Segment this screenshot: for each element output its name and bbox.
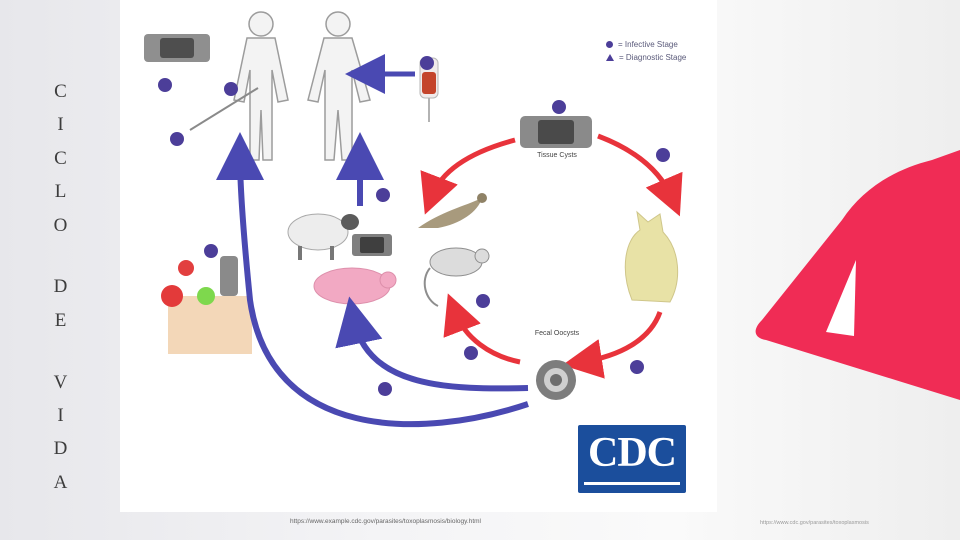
- title-letter: D: [54, 277, 69, 296]
- diagnostic-stage-marker: [606, 54, 614, 61]
- image-credit: https://www.cdc.gov/parasites/toxoplasmo…: [760, 520, 869, 526]
- sheep-image: [288, 214, 359, 260]
- pig-image: [314, 268, 396, 304]
- title-letter: I: [57, 115, 64, 134]
- step-marker: [656, 148, 670, 162]
- step-marker: [464, 346, 478, 360]
- legend: = Infective Stage = Diagnostic Stage: [606, 38, 686, 64]
- fecal-oocysts-label: Fecal Oocysts: [532, 330, 582, 338]
- step-marker: [158, 78, 172, 92]
- infective-stage-marker: [606, 41, 613, 48]
- title-letter: D: [54, 439, 69, 458]
- title-letter: E: [55, 311, 68, 330]
- step-marker: [476, 294, 490, 308]
- cat-image: [625, 212, 677, 302]
- step-marker: [378, 382, 392, 396]
- legend-infective-label: = Infective Stage: [618, 38, 678, 51]
- step-marker: [224, 82, 238, 96]
- produce-image: [161, 256, 252, 354]
- human-figure-left: [234, 12, 288, 160]
- life-cycle-diagram: = Infective Stage = Diagnostic Stage Tis…: [120, 0, 717, 512]
- tissue-cysts-label: Tissue Cysts: [532, 152, 582, 160]
- cdc-logo-text: CDC: [578, 429, 686, 477]
- cdc-logo-stripe: [584, 482, 680, 485]
- oocyst-micrograph: [536, 360, 576, 400]
- title-letter: C: [54, 82, 68, 101]
- title-letter: O: [54, 216, 69, 235]
- step-marker: [204, 244, 218, 258]
- step-marker: [552, 100, 566, 114]
- cdc-logo: CDC: [578, 425, 686, 493]
- bird-image: [418, 193, 487, 228]
- step-marker: [420, 56, 434, 70]
- tissue-cyst-micrograph: [520, 116, 592, 148]
- human-figure-right: [308, 12, 370, 160]
- legend-diagnostic-label: = Diagnostic Stage: [619, 51, 686, 64]
- step-marker: [170, 132, 184, 146]
- title-letter: I: [57, 406, 64, 425]
- step-marker: [376, 188, 390, 202]
- pointer-line: [190, 88, 258, 130]
- title-letter: L: [55, 182, 68, 201]
- source-link[interactable]: https://www.example.cdc.gov/parasites/to…: [290, 518, 481, 525]
- decorative-pink-shape: [752, 150, 960, 410]
- step-marker: [630, 360, 644, 374]
- title-letter: C: [54, 149, 68, 168]
- title-letter: V: [54, 373, 69, 392]
- cyst-micrograph-image: [144, 34, 210, 62]
- meat-micrograph: [352, 234, 392, 256]
- title-letter: A: [54, 473, 69, 492]
